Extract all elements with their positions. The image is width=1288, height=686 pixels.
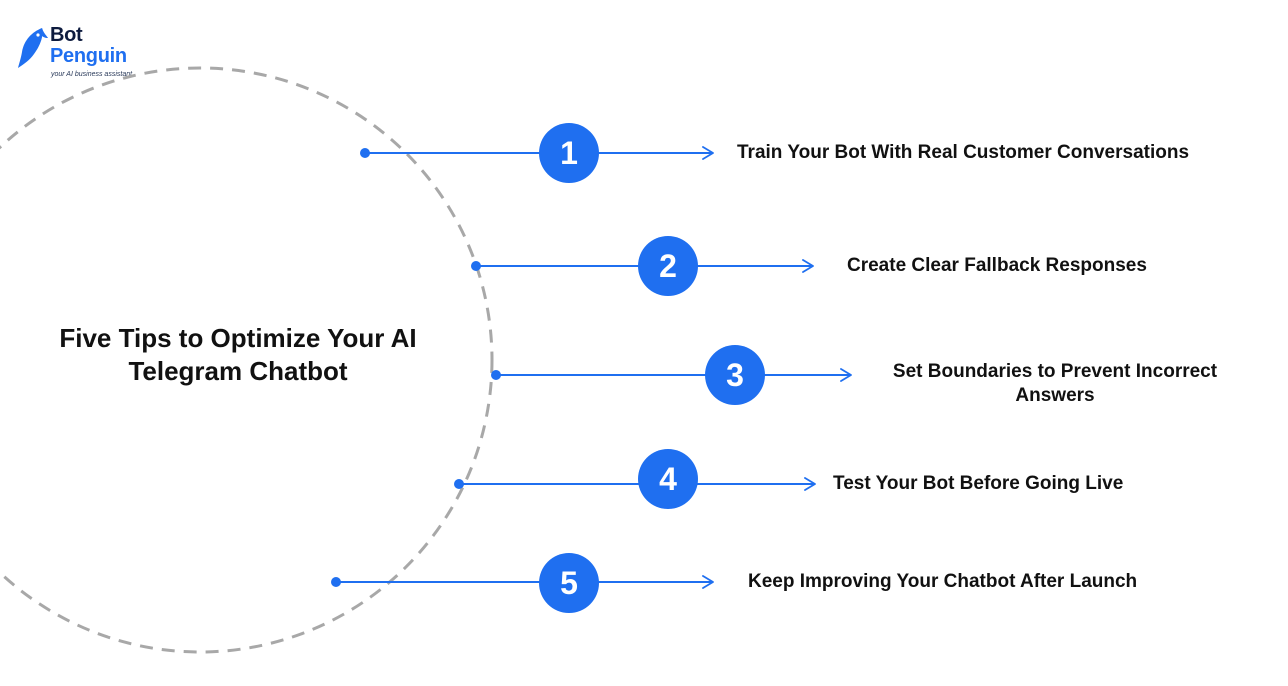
brand-name-line1: Bot [50,24,83,46]
tip-label: Train Your Bot With Real Customer Conver… [737,142,1190,163]
tip-number-badge: 5 [539,553,599,613]
brand-logo: Bot Penguin your AI business assistant [18,24,158,84]
brand-name-line2: Penguin [50,45,127,67]
connector-3 [491,368,852,382]
tip-number-badge: 1 [539,123,599,183]
tip-label: Test Your Bot Before Going Live [833,473,1124,494]
tip-label: Keep Improving Your Chatbot After Launch [748,571,1138,592]
dashed-circle [0,66,494,654]
tip-label: Create Clear Fallback Responses [847,255,1147,276]
connector-5 [331,575,714,589]
connector-4 [454,477,816,491]
diagram-title: Five Tips to Optimize Your AI Telegram C… [59,323,417,386]
tip-number-badge: 2 [638,236,698,296]
tip-number-badge: 4 [638,449,698,509]
tip-number-badge: 3 [705,345,765,405]
connector-1 [360,146,714,160]
brand-tagline: your AI business assistant [51,71,133,78]
tip-label: Set Boundaries to Prevent Incorrect Answ… [892,361,1218,406]
penguin-logo-icon [18,28,48,68]
